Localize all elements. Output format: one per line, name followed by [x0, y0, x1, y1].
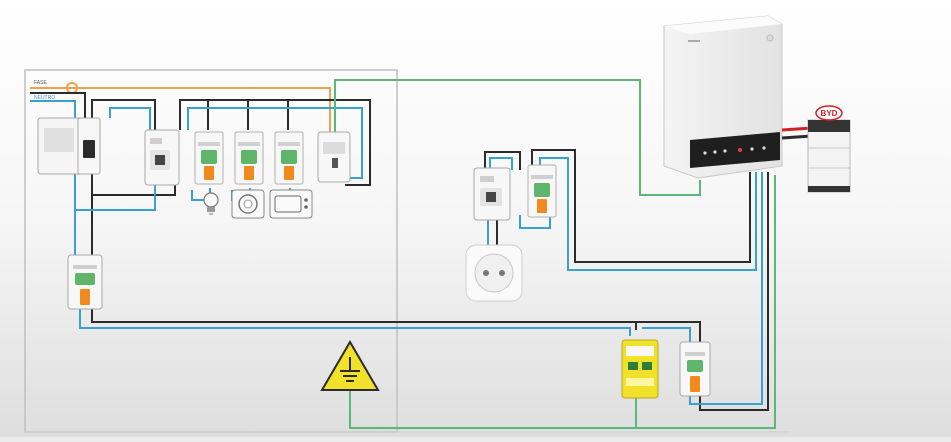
hob-icon — [231, 189, 265, 219]
surge-protector — [621, 339, 659, 399]
socket-icon — [465, 244, 523, 302]
mcb-hob — [234, 131, 264, 185]
neutral-label: NEUTRO — [34, 95, 55, 101]
mcb-lighting — [194, 131, 224, 185]
mcb-right — [527, 164, 557, 218]
mcb-pv — [679, 341, 711, 397]
mcb-microwave — [274, 131, 304, 185]
battery-logo: BYD — [815, 105, 843, 121]
phase-label: FASE — [34, 80, 47, 86]
mcb-general — [67, 254, 103, 310]
battery — [807, 119, 851, 193]
energy-meter — [317, 131, 351, 183]
bulb-icon — [203, 192, 219, 215]
earth-warning-icon — [320, 340, 380, 391]
battery-brand-label: BYD — [821, 109, 838, 118]
phase-wires-right — [484, 149, 769, 411]
phase-wires-left — [91, 99, 701, 342]
neutral-wires-right — [487, 157, 763, 405]
main-breaker — [77, 117, 101, 175]
inverter — [663, 15, 783, 179]
battery-cables — [781, 126, 813, 140]
earth-wires — [334, 79, 776, 429]
rcd-right — [473, 167, 511, 221]
supply-wires — [30, 82, 331, 140]
rcd-2 — [144, 129, 180, 186]
microwave-icon — [269, 189, 313, 219]
